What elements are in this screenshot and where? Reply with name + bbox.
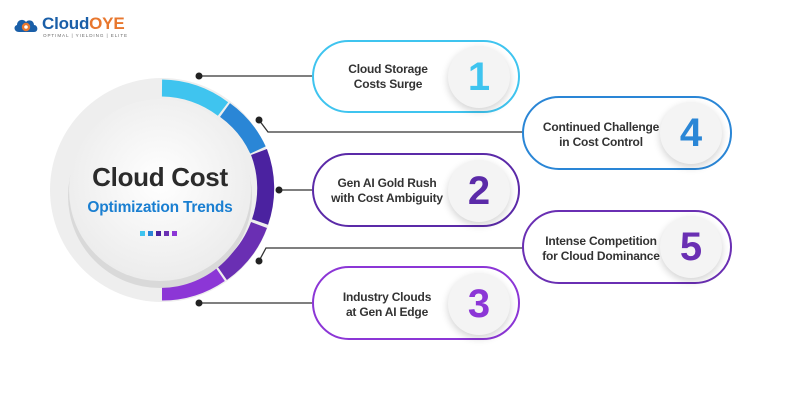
inner-disc bbox=[69, 99, 251, 281]
connector-line-5 bbox=[258, 247, 532, 262]
center-title-line1: Cloud Cost bbox=[92, 162, 228, 192]
trend-number-4: 4 bbox=[660, 102, 722, 164]
connector-line-4 bbox=[258, 119, 532, 133]
trend-number-3: 3 bbox=[448, 273, 510, 335]
arc-segments bbox=[161, 79, 275, 301]
connector-dots bbox=[195, 72, 283, 307]
trend-label-1: Cloud Storage Costs Surge bbox=[348, 62, 428, 91]
center-title: Cloud Cost Optimization Trends bbox=[70, 162, 250, 217]
cloud-gear-icon bbox=[14, 19, 38, 32]
trend-label-2: Gen AI Gold Rush with Cost Ambiguity bbox=[331, 176, 443, 205]
arc-segment-3 bbox=[250, 148, 275, 225]
connector-lines bbox=[199, 75, 532, 304]
arc-segment-1 bbox=[161, 79, 229, 116]
trend-number-5: 5 bbox=[660, 216, 722, 278]
arc-segment-4 bbox=[216, 221, 267, 280]
center-title-line2: Optimization Trends bbox=[87, 199, 233, 216]
title-dots bbox=[140, 231, 177, 236]
arc-segment-2 bbox=[219, 103, 266, 154]
trend-number-1: 1 bbox=[448, 46, 510, 108]
arc-segment-5 bbox=[161, 266, 225, 301]
trend-label-5: Intense Competition for Cloud Dominance bbox=[542, 234, 660, 263]
cloudoye-logo: CloudOYE OPTIMAL | YIELDING | ELITE bbox=[12, 12, 152, 42]
trend-number-2: 2 bbox=[448, 160, 510, 222]
trend-label-4: Continued Challenge in Cost Control bbox=[542, 120, 660, 149]
logo-tagline: OPTIMAL | YIELDING | ELITE bbox=[43, 33, 129, 38]
logo-wordmark: CloudOYE bbox=[42, 14, 125, 33]
trend-label-3: Industry Clouds at Gen AI Edge bbox=[342, 290, 432, 319]
